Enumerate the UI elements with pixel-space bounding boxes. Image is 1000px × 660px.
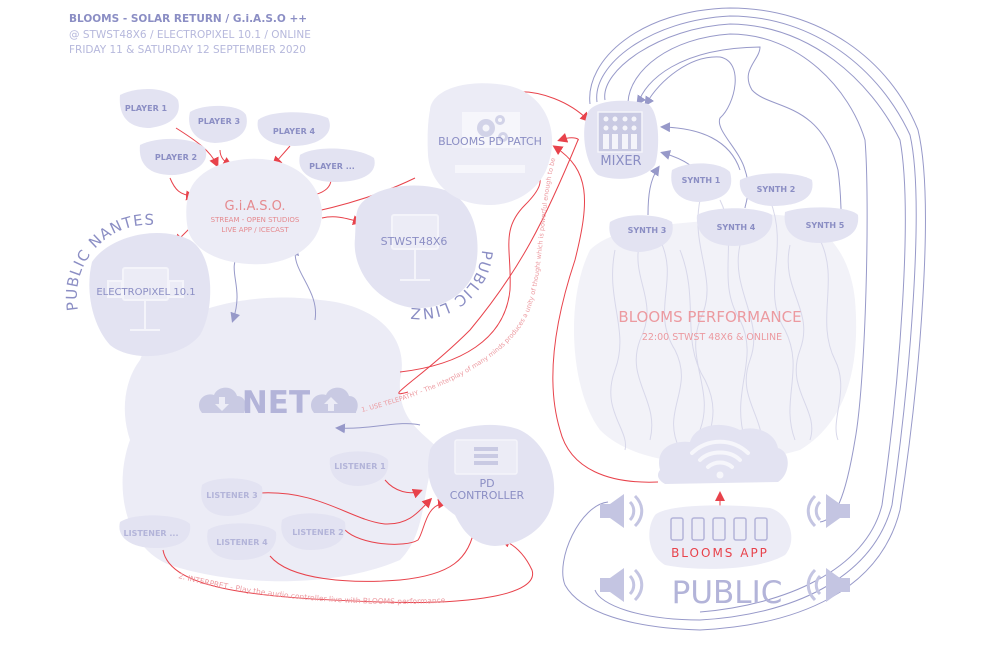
listener-node[interactable]: LISTENER 2 <box>281 513 346 550</box>
listener-nodes: LISTENER 1 LISTENER 2 LISTENER 3 LISTENE… <box>119 451 389 560</box>
net-return-line <box>335 423 421 434</box>
speaker-icon <box>806 568 850 602</box>
net-label: NET <box>242 385 310 421</box>
listener-label: LISTENER 1 <box>334 462 386 471</box>
synth-node[interactable]: SYNTH 5 <box>784 207 859 243</box>
synth-label: SYNTH 1 <box>682 176 721 185</box>
blooms-app-node[interactable]: BLOOMS APP <box>649 505 792 569</box>
synth-label: SYNTH 3 <box>628 226 667 235</box>
net-cloud-blob <box>122 297 440 582</box>
pd-controller-line2: CONTROLLER <box>450 489 525 502</box>
listener-label: LISTENER ... <box>124 529 179 538</box>
speaker-icon <box>806 494 850 528</box>
synth-node[interactable]: SYNTH 4 <box>696 208 773 246</box>
giaso-title: G.i.A.S.O. <box>225 199 286 214</box>
player-node[interactable]: PLAYER 1 <box>119 88 179 128</box>
player-label: PLAYER 4 <box>273 127 316 136</box>
listener-label: LISTENER 3 <box>206 491 257 500</box>
listener-node[interactable]: LISTENER ... <box>119 515 191 548</box>
performance-blob <box>573 214 857 464</box>
stwst-label: STWST48X6 <box>381 235 448 248</box>
electropixel-label: ELECTROPIXEL 10.1 <box>96 287 195 298</box>
synth-node[interactable]: SYNTH 3 <box>609 215 673 252</box>
performance-title: BLOOMS PERFORMANCE <box>618 308 801 326</box>
display-stand-icon <box>107 267 184 331</box>
red-flow-lines <box>162 91 725 603</box>
net-node[interactable]: NET <box>199 385 358 421</box>
electropixel-node[interactable]: ELECTROPIXEL 10.1 <box>89 233 211 357</box>
synth-nodes: SYNTH 1 SYNTH 2 SYNTH 3 SYNTH 4 SYNTH 5 <box>609 163 859 252</box>
listener-node[interactable]: LISTENER 3 <box>201 478 263 516</box>
cloud-upload-icon <box>311 387 358 413</box>
player-label: PLAYER ... <box>309 162 355 171</box>
gears-icon <box>477 115 508 142</box>
player-label: PLAYER 1 <box>125 104 168 113</box>
mixer-return-lines <box>562 7 926 631</box>
patch-base <box>455 165 525 173</box>
pd-patch-node[interactable]: BLOOMS PD PATCH <box>427 83 553 205</box>
blooms-app-label: BLOOMS APP <box>671 546 769 560</box>
synth-node[interactable]: SYNTH 2 <box>739 173 813 206</box>
player-label: PLAYER 2 <box>155 153 197 162</box>
listener-node[interactable]: LISTENER 4 <box>207 523 277 560</box>
player-node[interactable]: PLAYER 4 <box>257 112 330 146</box>
synth-label: SYNTH 5 <box>806 221 845 230</box>
pd-controller-node[interactable]: PD CONTROLLER <box>428 424 555 546</box>
giaso-line2: LIVE APP / ICECAST <box>221 226 289 234</box>
speaker-icon <box>600 494 644 528</box>
mixer-icon <box>597 111 643 153</box>
wifi-icon <box>690 439 750 469</box>
player-nodes: PLAYER 1 PLAYER 2 PLAYER 3 PLAYER 4 PLAY… <box>119 88 375 182</box>
pd-controller-line1: PD <box>479 477 494 490</box>
phone-icons <box>670 517 768 541</box>
giaso-node[interactable]: G.i.A.S.O. STREAM - OPEN STUDIOS LIVE AP… <box>186 158 322 265</box>
synth-label: SYNTH 2 <box>757 185 796 194</box>
speaker-icon <box>600 568 644 602</box>
public-label: PUBLIC <box>672 575 783 611</box>
player-node[interactable]: PLAYER 3 <box>189 105 247 143</box>
stwst-node[interactable]: STWST48X6 <box>354 185 478 309</box>
wifi-cloud <box>657 424 788 484</box>
player-label: PLAYER 3 <box>198 117 240 126</box>
cloud-download-icon <box>199 387 246 413</box>
synth-tendrils <box>610 199 842 456</box>
display-stand-icon <box>391 214 439 281</box>
mixer-label: MIXER <box>600 154 641 169</box>
mixer-node[interactable]: MIXER <box>584 100 659 179</box>
listener-label: LISTENER 4 <box>216 538 268 547</box>
mixer-input-arrows <box>636 94 741 216</box>
diagram-venue: @ STWST48X6 / ELECTROPIXEL 10.1 / ONLINE <box>69 29 311 41</box>
diagram-dates: FRIDAY 11 & SATURDAY 12 SEPTEMBER 2020 <box>69 44 306 56</box>
player-node[interactable]: PLAYER ... <box>299 148 375 182</box>
controller-panel-icon <box>474 447 498 465</box>
player-node[interactable]: PLAYER 2 <box>139 138 207 176</box>
diagram-title: BLOOMS - SOLAR RETURN / G.i.A.S.O ++ <box>69 13 308 25</box>
listener-label: LISTENER 2 <box>292 528 343 537</box>
giaso-line1: STREAM - OPEN STUDIOS <box>211 216 300 224</box>
synth-label: SYNTH 4 <box>717 223 756 232</box>
pd-patch-label: BLOOMS PD PATCH <box>438 135 542 148</box>
performance-subtitle: 22:00 STWST 48X6 & ONLINE <box>642 332 782 343</box>
listener-node[interactable]: LISTENER 1 <box>329 451 389 486</box>
synth-node[interactable]: SYNTH 1 <box>671 163 732 202</box>
